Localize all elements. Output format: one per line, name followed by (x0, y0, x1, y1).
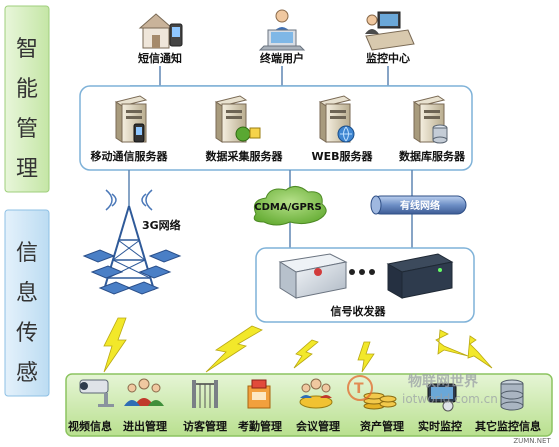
client-label-1: 终端用户 (260, 51, 304, 65)
terminal-assets: 资产管理 (360, 392, 404, 433)
mobile-server-icon (114, 95, 148, 143)
lightning-bolt-icon (293, 339, 319, 369)
lightning-bolt-icon (357, 341, 375, 373)
ellipsis-dots (349, 269, 375, 275)
client-end-user: 终端用户 (258, 9, 306, 65)
terminal-label-1: 进出管理 (123, 419, 167, 433)
cctv-camera-icon (79, 379, 114, 407)
server-label-1: 数据采集服务器 (206, 149, 284, 163)
terminal-label-5: 资产管理 (360, 419, 404, 433)
side-label-top-1: 能 (16, 77, 38, 102)
client-sms-notify: 短信通知 (138, 13, 183, 65)
wireless-signals (103, 317, 493, 373)
network-label-cloud: CDMA/GPRS (254, 202, 321, 213)
terminal-label-0: 视频信息 (68, 419, 112, 433)
network-label-wired: 有线网络 (400, 199, 440, 212)
side-label-bottom-0: 信 (16, 241, 38, 266)
client-label-2: 监控中心 (366, 51, 410, 65)
cloud-network: CDMA/GPRS (253, 186, 327, 226)
side-panel-sensing: 信 息 传 感 (4, 209, 50, 397)
terminal-access: 进出管理 (123, 378, 167, 433)
lightning-bolt-icon (435, 329, 469, 357)
side-label-bottom-3: 感 (16, 361, 38, 386)
lightning-bolt-icon (205, 325, 263, 373)
server-panel (79, 85, 473, 171)
watermark-url: iotworld.com.cn (402, 392, 498, 406)
laptop-user-icon (258, 9, 306, 51)
side-label-top-3: 理 (16, 157, 38, 182)
reader-device-icon (386, 253, 454, 299)
side-label-top-2: 管 (16, 117, 38, 142)
watermark-logo: T 物联网世界 iotworld.com.cn (347, 373, 498, 406)
collector-server-icon (214, 95, 261, 143)
database-server-icon (412, 95, 448, 144)
terminal-realtime: 实时监控 (418, 383, 462, 433)
side-label-bottom-2: 传 (16, 321, 38, 346)
server-label-0: 移动通信服务器 (91, 149, 169, 163)
terminal-other: 其它监控信息 (475, 379, 541, 433)
time-clock-icon (247, 379, 271, 409)
terminal-label-7: 其它监控信息 (475, 419, 541, 433)
monitor-desk-icon (365, 11, 415, 51)
side-label-top-0: 智 (16, 37, 38, 62)
terminal-video: 视频信息 (68, 379, 114, 433)
client-monitor-center: 监控中心 (365, 11, 415, 65)
transceiver-device-icon (278, 253, 348, 299)
transceiver-label: 信号收发器 (331, 304, 387, 318)
transceiver-panel: 信号收发器 (255, 247, 475, 323)
svg-text:T: T (354, 381, 364, 397)
side-panel-management: 智 能 管 理 (4, 5, 50, 193)
cell-tower-icon (82, 189, 182, 295)
client-connectors (130, 66, 420, 87)
terminal-label-3: 考勤管理 (238, 419, 282, 433)
server-database: 数据库服务器 (399, 95, 466, 163)
lightning-bolt-icon (103, 317, 127, 373)
wired-network-pipe: 有线网络 (370, 195, 467, 215)
meeting-icon (299, 378, 333, 409)
server-collector: 数据采集服务器 (206, 95, 284, 163)
house-phone-icon (138, 13, 183, 49)
server-web: WEB服务器 (311, 95, 374, 163)
network-label-3g: 3G网络 (142, 218, 181, 232)
web-server-icon (318, 95, 355, 143)
people-icon (124, 378, 164, 406)
terminal-visitor: 访客管理 (183, 380, 227, 433)
server-label-2: WEB服务器 (311, 149, 373, 163)
terminal-label-6: 实时监控 (418, 419, 462, 433)
realtime-icon (427, 383, 457, 412)
client-label-0: 短信通知 (138, 51, 182, 65)
lightning-bolt-icon (467, 335, 493, 369)
stack-icon (500, 379, 524, 411)
terminal-label-4: 会议管理 (296, 419, 340, 433)
terminal-label-2: 访客管理 (183, 419, 227, 433)
server-label-3: 数据库服务器 (399, 149, 466, 163)
terminal-attendance: 考勤管理 (238, 379, 282, 433)
watermark-name: 物联网世界 (408, 373, 479, 390)
side-label-bottom-1: 息 (16, 281, 38, 306)
gate-icon (192, 380, 218, 408)
server-mobile: 移动通信服务器 (91, 95, 169, 163)
coins-icon (363, 392, 397, 410)
corner-mark: ZUMN.NET (513, 437, 551, 445)
terminal-meeting: 会议管理 (296, 378, 340, 433)
